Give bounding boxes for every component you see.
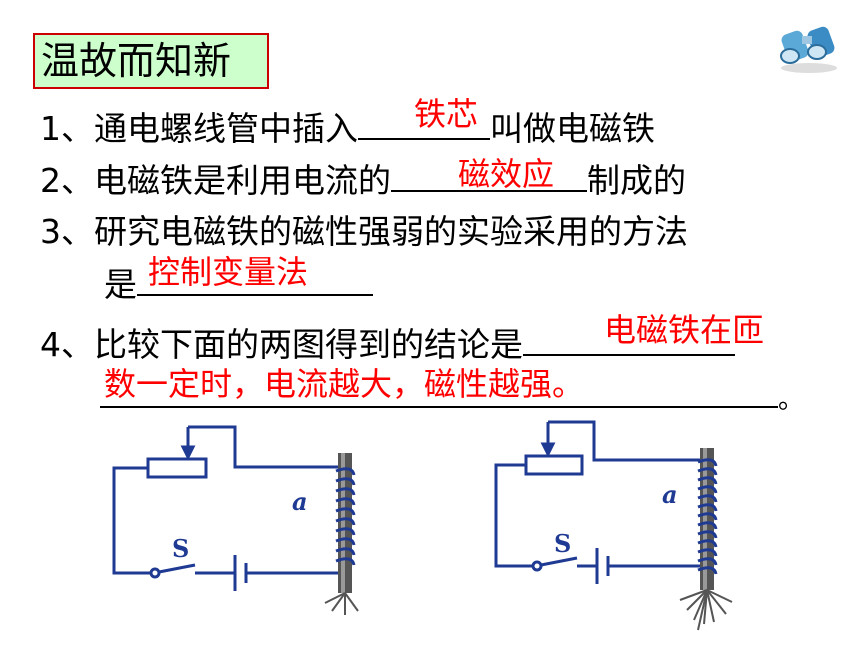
circuit-diagram-right: a S bbox=[494, 420, 733, 631]
circuit-diagram-left: a S bbox=[112, 425, 359, 615]
answer-blank-1 bbox=[358, 106, 490, 140]
answer-blank-2 bbox=[391, 158, 587, 192]
label-a-left: a bbox=[292, 487, 308, 516]
binoculars-icon bbox=[780, 26, 837, 73]
answer-blank-4a bbox=[523, 322, 735, 356]
question-3-line-2: 是 bbox=[104, 262, 373, 305]
label-a-right: a bbox=[662, 480, 678, 509]
lesson-title: 温故而知新 bbox=[33, 33, 269, 89]
label-s-right: S bbox=[554, 529, 571, 558]
answer-4-part-1: 电磁铁在匝 bbox=[604, 311, 765, 349]
answer-blank-3 bbox=[137, 262, 373, 296]
question-4: 4、比较下面的两图得到的结论是 bbox=[40, 322, 735, 365]
answer-2: 磁效应 bbox=[458, 155, 555, 193]
answer-1: 铁芯 bbox=[414, 95, 479, 133]
question-3-line-1: 3、研究电磁铁的磁性强弱的实验采用的方法 bbox=[40, 212, 688, 251]
question-1: 1、通电螺线管中插入叫做电磁铁 bbox=[40, 106, 655, 149]
answer-4-part-2: 数一定时，电流越大，磁性越强。 bbox=[104, 365, 585, 403]
label-s-left: S bbox=[172, 534, 189, 563]
answer-3: 控制变量法 bbox=[148, 253, 309, 291]
answer-blank-4b bbox=[100, 374, 778, 408]
question-4-line-2: 。 bbox=[100, 374, 804, 420]
question-2: 2、电磁铁是利用电流的制成的 bbox=[40, 158, 686, 201]
